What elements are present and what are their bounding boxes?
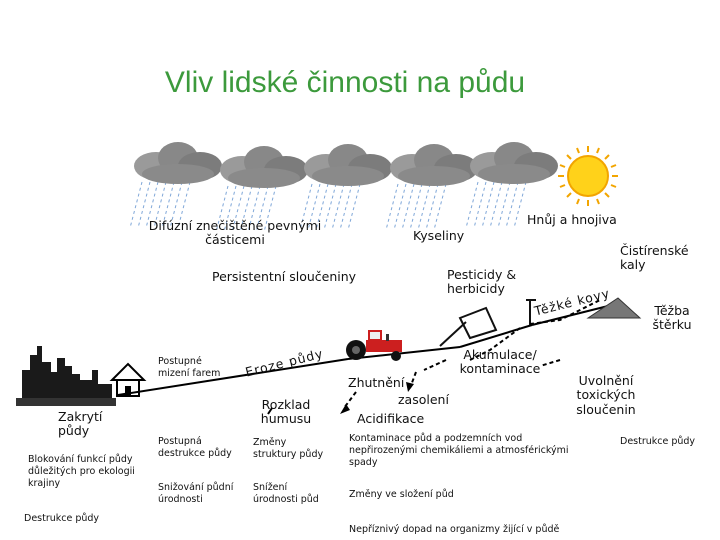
label-zakryti: Zakrytí půdy: [58, 410, 118, 439]
label-akumulace: Akumulace/ kontaminace: [452, 348, 548, 377]
label-blokovani: Blokování funkcí půdy důležitých pro eko…: [28, 454, 138, 490]
label-rozklad: Rozklad humusu: [252, 398, 320, 427]
label-destrukce-left: Destrukce půdy: [24, 513, 99, 525]
label-postupna-destrukce: Postupná destrukce půdy: [158, 436, 238, 460]
label-zasoleni: zasolení: [398, 393, 449, 407]
label-destrukce-right: Destrukce půdy: [620, 436, 716, 448]
label-zhutneni: Zhutnění: [348, 376, 404, 390]
label-cistirenske: Čistírenské kaly: [620, 244, 710, 273]
label-kontaminace: Kontaminace půd a podzemních vod nepřiro…: [349, 433, 569, 469]
farm-icon: [112, 364, 144, 396]
label-diffuse: Difúzní znečištěné pevnými částicemi: [140, 219, 330, 248]
label-tezba: Těžba štěrku: [644, 304, 700, 333]
label-zmeny-slozeni: Změny ve složení půd: [349, 489, 454, 501]
label-nepriznivy: Nepříznivý dopad na organizmy žijící v p…: [349, 524, 559, 536]
cloud-icon: [130, 142, 222, 228]
cloud-icon: [386, 144, 478, 230]
label-pesticidy: Pesticidy & herbicidy: [447, 268, 537, 297]
label-snizeni: Snížení úrodnosti půd: [253, 482, 329, 506]
sun-icon: [558, 146, 618, 206]
label-snizovani: Snižování půdní úrodnosti: [158, 482, 244, 506]
label-persistentni: Persistentní sloučeniny: [212, 270, 356, 284]
city-skyline-icon: [16, 346, 116, 406]
label-postupne-farem: Postupné mizení farem: [158, 356, 228, 380]
label-kyseliny: Kyseliny: [413, 229, 464, 243]
label-hnuj: Hnůj a hnojiva: [527, 213, 617, 227]
label-acidifikace: Acidifikace: [357, 412, 424, 426]
label-zmeny-struktury: Změny struktury půdy: [253, 437, 329, 461]
label-uvolneni: Uvolnění toxických sloučenin: [568, 374, 644, 417]
